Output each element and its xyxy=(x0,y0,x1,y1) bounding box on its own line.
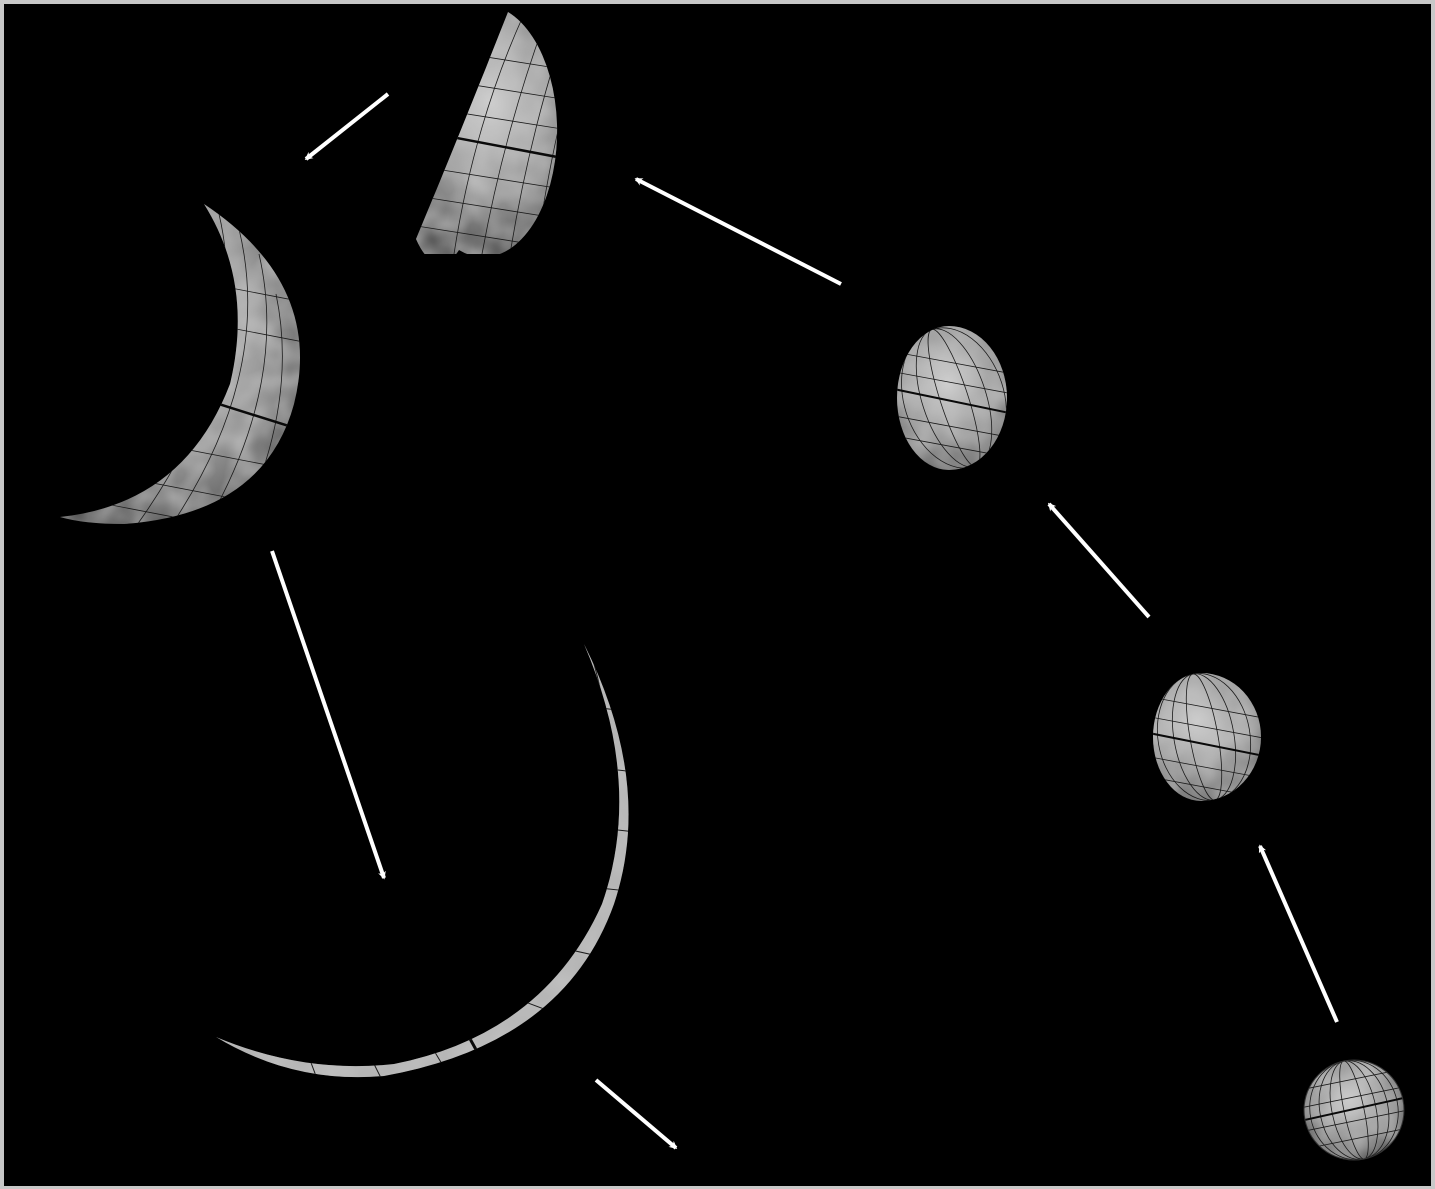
planet-phase-thin-crescent xyxy=(209,639,659,1089)
arrow-4 xyxy=(306,94,388,159)
arrow-6 xyxy=(596,1080,676,1148)
arrow-1 xyxy=(1260,846,1337,1022)
planet-phase-full xyxy=(1300,1052,1408,1168)
planet-phase-gibbous-large xyxy=(1134,664,1274,809)
arrow-2 xyxy=(1049,504,1149,617)
arrow-3 xyxy=(636,179,841,284)
phase-diagram xyxy=(4,4,1431,1186)
arrow-5 xyxy=(272,551,384,878)
planet-phase-gibbous-small xyxy=(884,314,1024,482)
planet-phase-half xyxy=(404,4,594,254)
planet-phase-crescent xyxy=(54,199,314,544)
